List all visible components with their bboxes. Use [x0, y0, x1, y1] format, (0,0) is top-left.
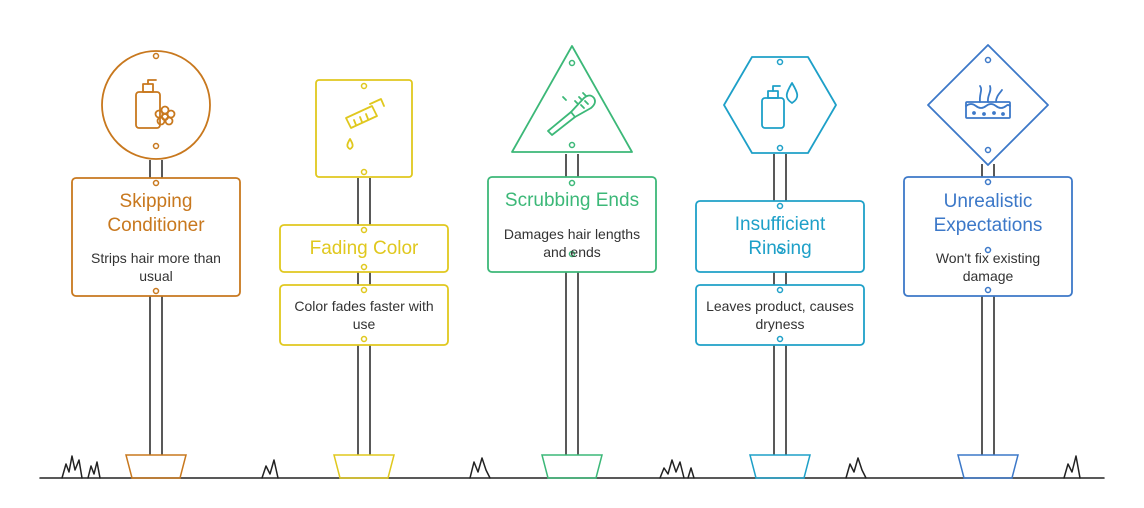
sign-title-board — [279, 224, 449, 273]
sign-head-triangle — [511, 45, 633, 153]
sign-scrubbing-ends — [487, 45, 657, 479]
pole-base — [125, 454, 187, 479]
grass-tuft — [61, 455, 83, 479]
sign-title-skipping-conditioner: Skipping Conditioner — [107, 191, 205, 236]
dye-tube-icon — [345, 98, 385, 150]
sign-fading-color — [279, 79, 449, 479]
bolt — [776, 335, 784, 343]
bolt — [984, 146, 992, 154]
bolt — [152, 142, 160, 150]
sign-head-circle — [101, 50, 211, 160]
grass-tuft — [261, 459, 279, 479]
sign-head-hexagon — [723, 56, 837, 154]
bolt — [568, 141, 576, 149]
sign-board — [487, 176, 657, 273]
sign-desc-unrealistic-expectations: Won't fix existing damage — [935, 250, 1041, 284]
bolt — [568, 179, 576, 187]
sign-desc-board — [279, 284, 449, 346]
sign-title-unrealistic-expectations: Unrealistic Expectations — [933, 191, 1043, 236]
damaged-hair-icon — [965, 85, 1011, 119]
sign-head-square — [315, 79, 413, 178]
pole-base — [957, 454, 1019, 479]
sign-board — [903, 176, 1073, 297]
grass-tuft — [845, 457, 867, 479]
grass-tuft — [469, 457, 491, 479]
bolt — [776, 58, 784, 66]
sign-desc-skipping-conditioner: Strips hair more than usual — [91, 250, 221, 284]
bolt — [568, 59, 576, 67]
bolt — [776, 246, 784, 254]
sign-desc-insufficient-rinsing: Leaves product, causes dryness — [706, 298, 854, 332]
grass-tuft — [1063, 455, 1081, 479]
bolt — [360, 168, 368, 176]
bolt — [360, 226, 368, 234]
bolt — [776, 144, 784, 152]
sign-skipping-conditioner — [71, 50, 241, 479]
bolt — [360, 335, 368, 343]
bolt — [984, 286, 992, 294]
bolt — [360, 263, 368, 271]
bolt — [568, 250, 576, 258]
grass-tuft — [687, 467, 695, 479]
bolt — [152, 287, 160, 295]
sign-desc-scrubbing-ends: Damages hair lengths and ends — [503, 226, 641, 260]
bolt — [776, 286, 784, 294]
bolt — [152, 52, 160, 60]
sign-desc-board — [695, 284, 865, 346]
sign-desc-fading-color: Color fades faster with use — [294, 298, 434, 332]
hairbrush-icon — [547, 92, 596, 136]
grass-tuft — [87, 461, 101, 479]
sign-board — [71, 177, 241, 297]
bolt — [984, 56, 992, 64]
bolt — [984, 178, 992, 186]
sign-insufficient-rinsing — [695, 56, 865, 479]
soap-water-icon — [761, 82, 799, 129]
grass-tuft — [659, 459, 685, 479]
sign-title-scrubbing-ends: Scrubbing Ends — [504, 190, 640, 211]
pole-base — [541, 454, 603, 479]
sign-unrealistic-expectations — [903, 44, 1073, 479]
pole-base — [749, 454, 811, 479]
conditioner-bottle-icon — [135, 79, 176, 129]
bolt — [984, 246, 992, 254]
sign-title-fading-color: Fading Color — [309, 238, 419, 259]
bolt — [776, 202, 784, 210]
bolt — [360, 82, 368, 90]
bolt — [360, 286, 368, 294]
pole-base — [333, 454, 395, 479]
bolt — [152, 179, 160, 187]
sign-title-insufficient-rinsing: Insufficient Rinsing — [734, 214, 826, 259]
ground — [39, 455, 1105, 479]
sign-title-board — [695, 200, 865, 273]
